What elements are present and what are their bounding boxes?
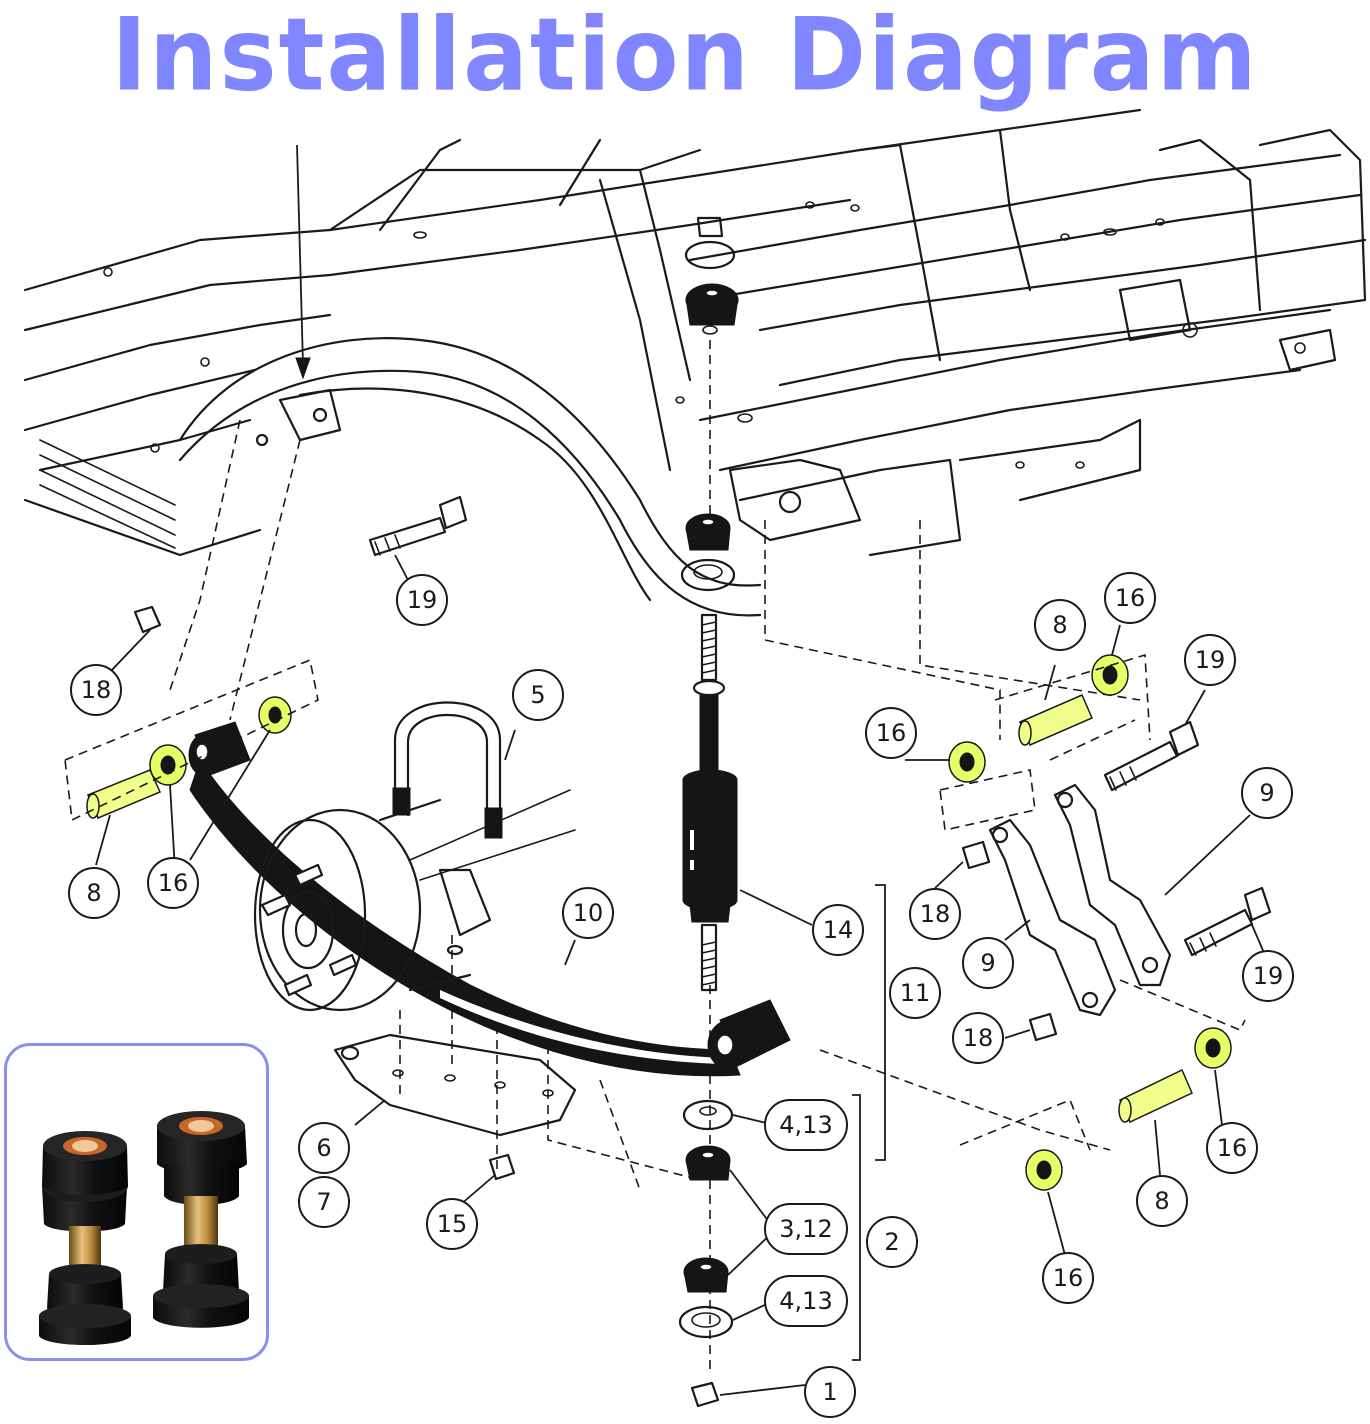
bolts-and-nuts — [133, 495, 1272, 1181]
svg-text:8: 8 — [1154, 1187, 1169, 1215]
leaf-spring — [188, 721, 791, 1077]
axle-hub — [253, 789, 576, 1012]
svg-text:9: 9 — [1259, 779, 1274, 807]
svg-text:18: 18 — [81, 676, 112, 704]
bushing-left — [39, 1131, 131, 1345]
svg-text:11: 11 — [900, 979, 931, 1007]
bushing-photo — [39, 1111, 249, 1345]
product-photo-panel — [4, 1043, 269, 1361]
svg-text:7: 7 — [316, 1188, 331, 1216]
title-text: Installation Diagram — [111, 0, 1259, 114]
svg-text:16: 16 — [1053, 1264, 1084, 1292]
svg-text:6: 6 — [316, 1134, 331, 1162]
callout-4-13-bottom: 4,13 — [764, 1275, 848, 1327]
diagram-title: Installation Diagram — [0, 0, 1370, 114]
svg-text:1: 1 — [822, 1378, 837, 1406]
u-bolt — [392, 701, 503, 839]
svg-text:9: 9 — [980, 949, 995, 977]
svg-text:19: 19 — [1195, 646, 1226, 674]
shock-absorber — [678, 216, 739, 1408]
callout-3-12: 3,12 — [764, 1203, 848, 1255]
callout-16-right-top-b: 16 — [865, 707, 917, 759]
callout-18-left: 18 — [70, 664, 122, 716]
callout-19-left: 19 — [396, 574, 448, 626]
leaf-spring-rear-eye — [707, 999, 791, 1070]
svg-text:18: 18 — [920, 900, 951, 928]
callout-14: 14 — [812, 904, 864, 956]
leader-lines — [95, 554, 1266, 1396]
callout-19-right-a: 19 — [1184, 634, 1236, 686]
svg-text:16: 16 — [876, 719, 907, 747]
svg-text:15: 15 — [437, 1210, 468, 1238]
callout-16-left: 16 — [147, 857, 199, 909]
svg-text:4,13: 4,13 — [779, 1111, 832, 1139]
callout-7: 7 — [298, 1176, 350, 1228]
callout-18-right-b: 18 — [952, 1012, 1004, 1064]
callout-19-right-b: 19 — [1242, 950, 1294, 1002]
callout-1: 1 — [804, 1366, 856, 1418]
svg-text:14: 14 — [823, 916, 854, 944]
callout-9-upper: 9 — [1241, 767, 1293, 819]
callout-2: 2 — [866, 1216, 918, 1268]
chassis-frame — [23, 108, 1367, 617]
callout-11: 11 — [889, 967, 941, 1019]
svg-text:18: 18 — [963, 1024, 994, 1052]
spring-plate — [333, 1033, 577, 1137]
assembly-guide-lines — [169, 340, 1141, 1370]
callout-8-left: 8 — [68, 867, 120, 919]
svg-text:8: 8 — [86, 879, 101, 907]
highlighted-bushings — [64, 653, 1232, 1191]
svg-text:16: 16 — [158, 869, 189, 897]
callout-18-right-a: 18 — [909, 888, 961, 940]
svg-text:10: 10 — [573, 899, 604, 927]
callout-6: 6 — [298, 1122, 350, 1174]
group-braces — [852, 884, 886, 1361]
callout-9-lower: 9 — [962, 937, 1014, 989]
svg-text:19: 19 — [407, 586, 438, 614]
callout-5: 5 — [512, 669, 564, 721]
svg-text:16: 16 — [1217, 1134, 1248, 1162]
svg-text:8: 8 — [1052, 611, 1067, 639]
leaf-spring-front-eye — [188, 721, 251, 776]
callouts: 18 19 8 16 5 10 14 11 4,13 3,12 4,13 2 1… — [68, 572, 1294, 1418]
callout-16-right-top-a: 16 — [1104, 572, 1156, 624]
callout-4-13-top: 4,13 — [764, 1099, 848, 1151]
svg-text:4,13: 4,13 — [779, 1287, 832, 1315]
svg-text:19: 19 — [1253, 962, 1284, 990]
svg-text:2: 2 — [884, 1228, 899, 1256]
svg-text:16: 16 — [1115, 584, 1146, 612]
callout-16-right-bottom-a: 16 — [1206, 1122, 1258, 1174]
callout-16-right-bottom-b: 16 — [1042, 1252, 1094, 1304]
shackles — [939, 719, 1246, 1151]
callout-8-right-bottom: 8 — [1136, 1175, 1188, 1227]
svg-text:3,12: 3,12 — [779, 1215, 832, 1243]
callout-10: 10 — [562, 887, 614, 939]
svg-text:5: 5 — [530, 681, 545, 709]
callout-15: 15 — [426, 1198, 478, 1250]
bushing-right — [153, 1111, 249, 1328]
callout-8-right-top: 8 — [1034, 599, 1086, 651]
